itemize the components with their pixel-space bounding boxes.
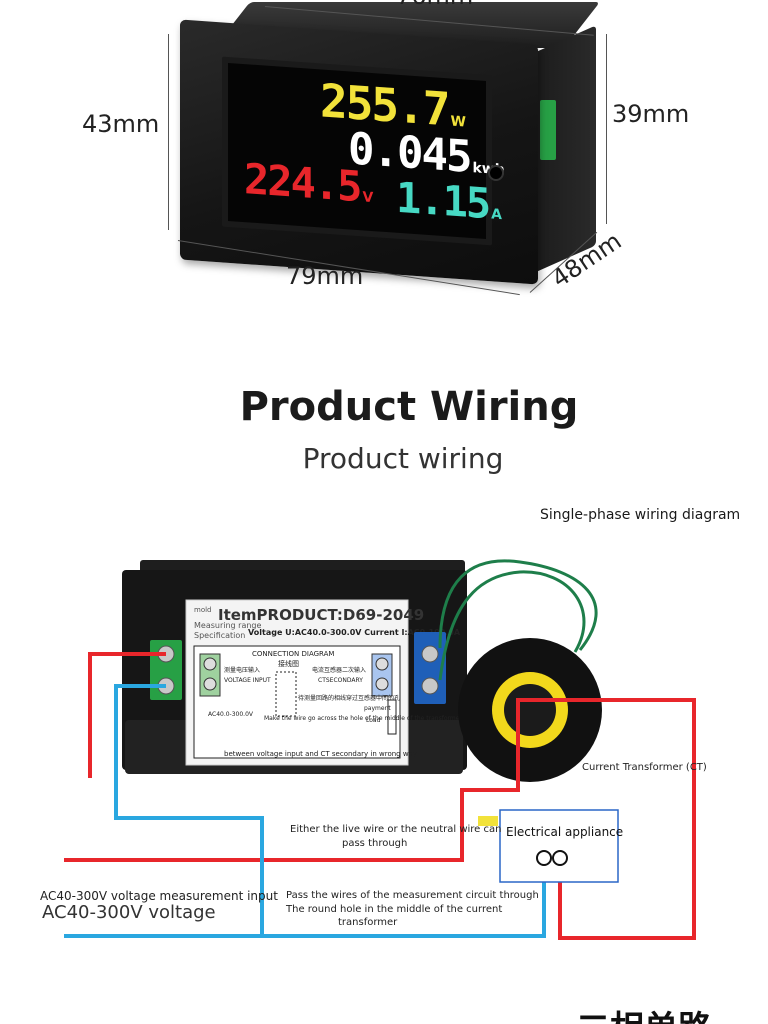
- rear-terminal-block: [540, 100, 556, 160]
- appliance-marker: [478, 816, 498, 826]
- sticker-load-box: [387, 699, 397, 735]
- dim-bottom: 79mm: [286, 262, 364, 290]
- sticker-connection: CONNECTION DIAGRAM: [252, 650, 334, 658]
- power-unit: W: [450, 113, 466, 131]
- sticker-payment: payment: [364, 705, 391, 712]
- sticker-item: ItemPRODUCT:D69-2049: [218, 606, 424, 624]
- ct-lead-wire: [438, 570, 586, 681]
- sticker-measuring-range: Measuring range: [194, 621, 262, 630]
- sticker-spec-line: Voltage U:AC40.0-300.0V Current I:AC0-10…: [248, 628, 461, 637]
- screw-icon: [203, 657, 217, 671]
- ct-hole: [504, 684, 556, 736]
- dim-left: 43mm: [82, 110, 160, 138]
- outlet-pin-icon: [552, 850, 568, 866]
- sticker-wire-note: Make the wire go across the hole of the …: [264, 715, 460, 722]
- wiring-diagram: mold ItemPRODUCT:D69-2049 Measuring rang…: [40, 559, 713, 1024]
- voltage-unit: V: [362, 189, 374, 207]
- voltage-value: 224.5: [244, 154, 361, 212]
- voltage-input-label: AC40-300V voltage measurement input: [40, 889, 278, 903]
- neutral-wire: [64, 876, 546, 938]
- sticker-voltage-input: VOLTAGE INPUT: [224, 677, 271, 684]
- sticker-load: Load: [366, 717, 381, 724]
- terminal-screw-icon: [421, 677, 439, 695]
- lcd-screen: 255.7W 0.045kwh 224.5V 1.15A: [222, 56, 505, 246]
- dim-line-left: [168, 34, 169, 230]
- voltage-big-label: AC40-300V voltage: [42, 902, 216, 923]
- indicator-led: [488, 165, 504, 181]
- screw-icon: [203, 677, 217, 691]
- live-wire: [88, 652, 166, 778]
- ct-label: Current Transformer (CT): [582, 762, 707, 773]
- neutral-wire: [114, 684, 264, 936]
- screw-icon: [375, 677, 389, 691]
- note-pass-wires-2: The round hole in the middle of the curr…: [285, 904, 502, 915]
- note-live-neutral-2: pass through: [342, 838, 407, 849]
- note-live-neutral-1: Either the live wire or the neutral wire…: [290, 824, 501, 835]
- sticker-mold: mold: [194, 606, 212, 614]
- section-title: Product Wiring: [239, 384, 579, 430]
- bottom-heading: 二相单路: [576, 1009, 713, 1024]
- live-wire: [64, 698, 696, 940]
- ct-lead-wire: [438, 559, 598, 651]
- section-subtitle: Product wiring: [302, 442, 504, 475]
- current-unit: A: [491, 206, 502, 224]
- screw-icon: [375, 657, 389, 671]
- current-value: 1.15: [396, 172, 490, 229]
- note-pass-wires-3: transformer: [338, 917, 398, 928]
- sticker-footer: between voltage input and CT secondary i…: [224, 750, 417, 758]
- dim-right: 39mm: [612, 100, 690, 128]
- sticker-voltage-input-cn: 测量电压输入: [224, 666, 260, 674]
- sticker-specification: Specification: [194, 631, 245, 640]
- sticker-ct-secondary: CTSECONDARY: [318, 677, 363, 684]
- appliance-label: Electrical appliance: [506, 825, 623, 839]
- outlet-pin-icon: [536, 850, 552, 866]
- sticker-ac-range: AC40.0-300.0V: [208, 711, 254, 718]
- sticker-ct-secondary-cn: 电流互感器二次输入: [312, 666, 366, 674]
- connection-box: [193, 645, 401, 759]
- note-pass-wires-1: Pass the wires of the measurement circui…: [286, 890, 539, 901]
- diagram-title: Single-phase wiring diagram: [540, 507, 741, 523]
- terminal-screw-icon: [421, 645, 439, 663]
- sticker-ct-symbol: [275, 671, 297, 717]
- dim-line-right: [606, 34, 607, 224]
- appliance-box: [499, 809, 619, 883]
- dim-top: 76mm: [396, 0, 473, 10]
- sticker-connection-cn: 接线图: [278, 659, 299, 668]
- sticker-wire-note-cn: 待测量回路的相线穿过互感器中间的孔: [298, 694, 400, 702]
